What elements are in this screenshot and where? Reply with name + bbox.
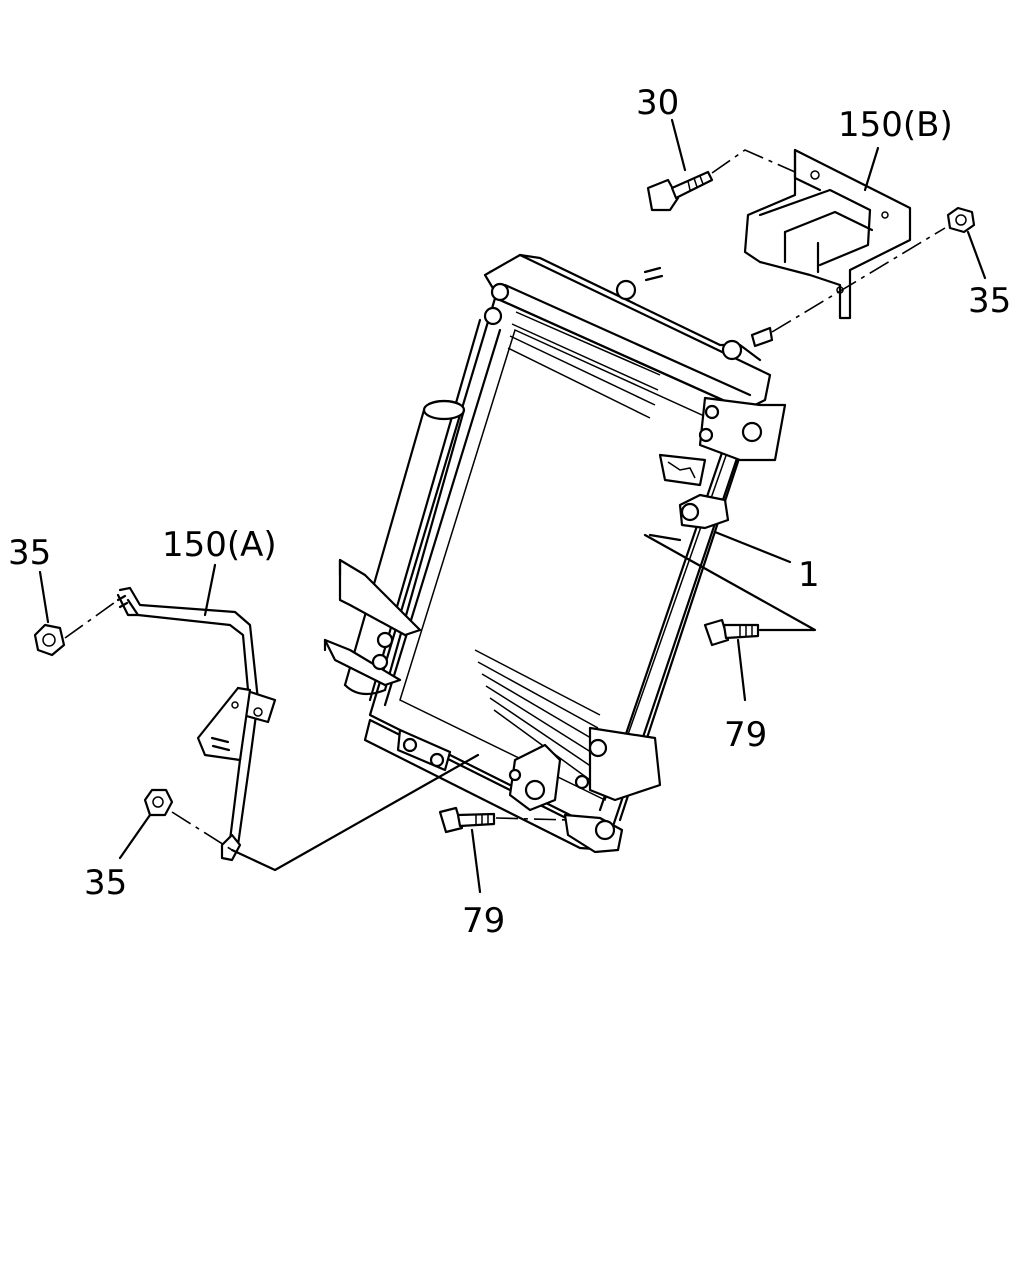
callout-79-right: 79 bbox=[724, 715, 767, 755]
callout-150b: 150(B) bbox=[838, 105, 953, 145]
nut-35-top-right bbox=[946, 206, 987, 280]
bracket-150a bbox=[116, 563, 277, 862]
bracket-150b bbox=[743, 146, 912, 320]
nut-35-left-bottom bbox=[118, 788, 174, 860]
nut-35-left-top bbox=[33, 570, 66, 657]
bolt-30 bbox=[646, 118, 714, 212]
callout-35-top-right: 35 bbox=[968, 281, 1011, 321]
bottom-fins bbox=[474, 649, 601, 781]
bolt-79-bottom bbox=[438, 806, 496, 894]
callout-35-left-bottom: 35 bbox=[84, 863, 127, 903]
radiator-assembly bbox=[323, 253, 787, 854]
callout-1: 1 bbox=[798, 555, 820, 595]
receiver-drier bbox=[343, 399, 466, 696]
leader-lines bbox=[64, 149, 946, 872]
callout-30: 30 bbox=[636, 83, 679, 123]
callout-35-left-top: 35 bbox=[8, 533, 51, 573]
callout-79-bottom: 79 bbox=[462, 901, 505, 941]
callout-150a: 150(A) bbox=[162, 525, 277, 565]
bolt-79-right bbox=[703, 618, 760, 702]
callout-labels: 30 150(B) 35 35 150(A) 1 79 35 79 bbox=[8, 83, 1011, 941]
